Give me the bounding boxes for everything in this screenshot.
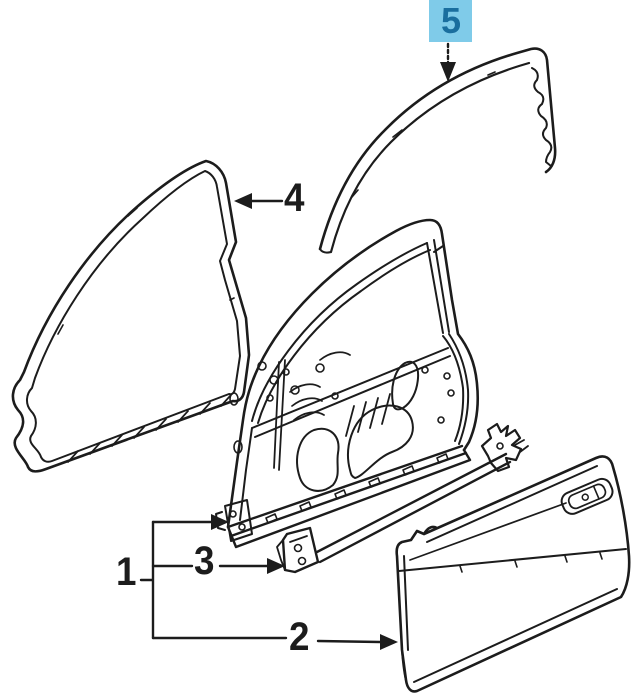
leader-arrow-4 [234,193,284,209]
callout-2[interactable]: 2 [289,615,309,659]
part-door-weatherstrip-drawing [11,159,251,473]
callout-3[interactable]: 3 [194,539,214,583]
part-door-skin-drawing [395,455,631,693]
callout-leader-arrows [139,42,456,650]
part-window-run-channel-drawing [318,47,557,254]
door-handle-recess [560,477,614,515]
leader-arrow-2 [316,634,398,650]
callout-1[interactable]: 1 [116,550,136,594]
part-side-impact-beam-drawing [276,422,529,574]
leader-bracket-1 [139,514,288,640]
leader-arrow-5 [440,42,456,82]
callout-4[interactable]: 4 [284,176,304,220]
part-door-shell-drawing [215,218,480,549]
callout-5-highlighted[interactable]: 5 [429,0,472,42]
